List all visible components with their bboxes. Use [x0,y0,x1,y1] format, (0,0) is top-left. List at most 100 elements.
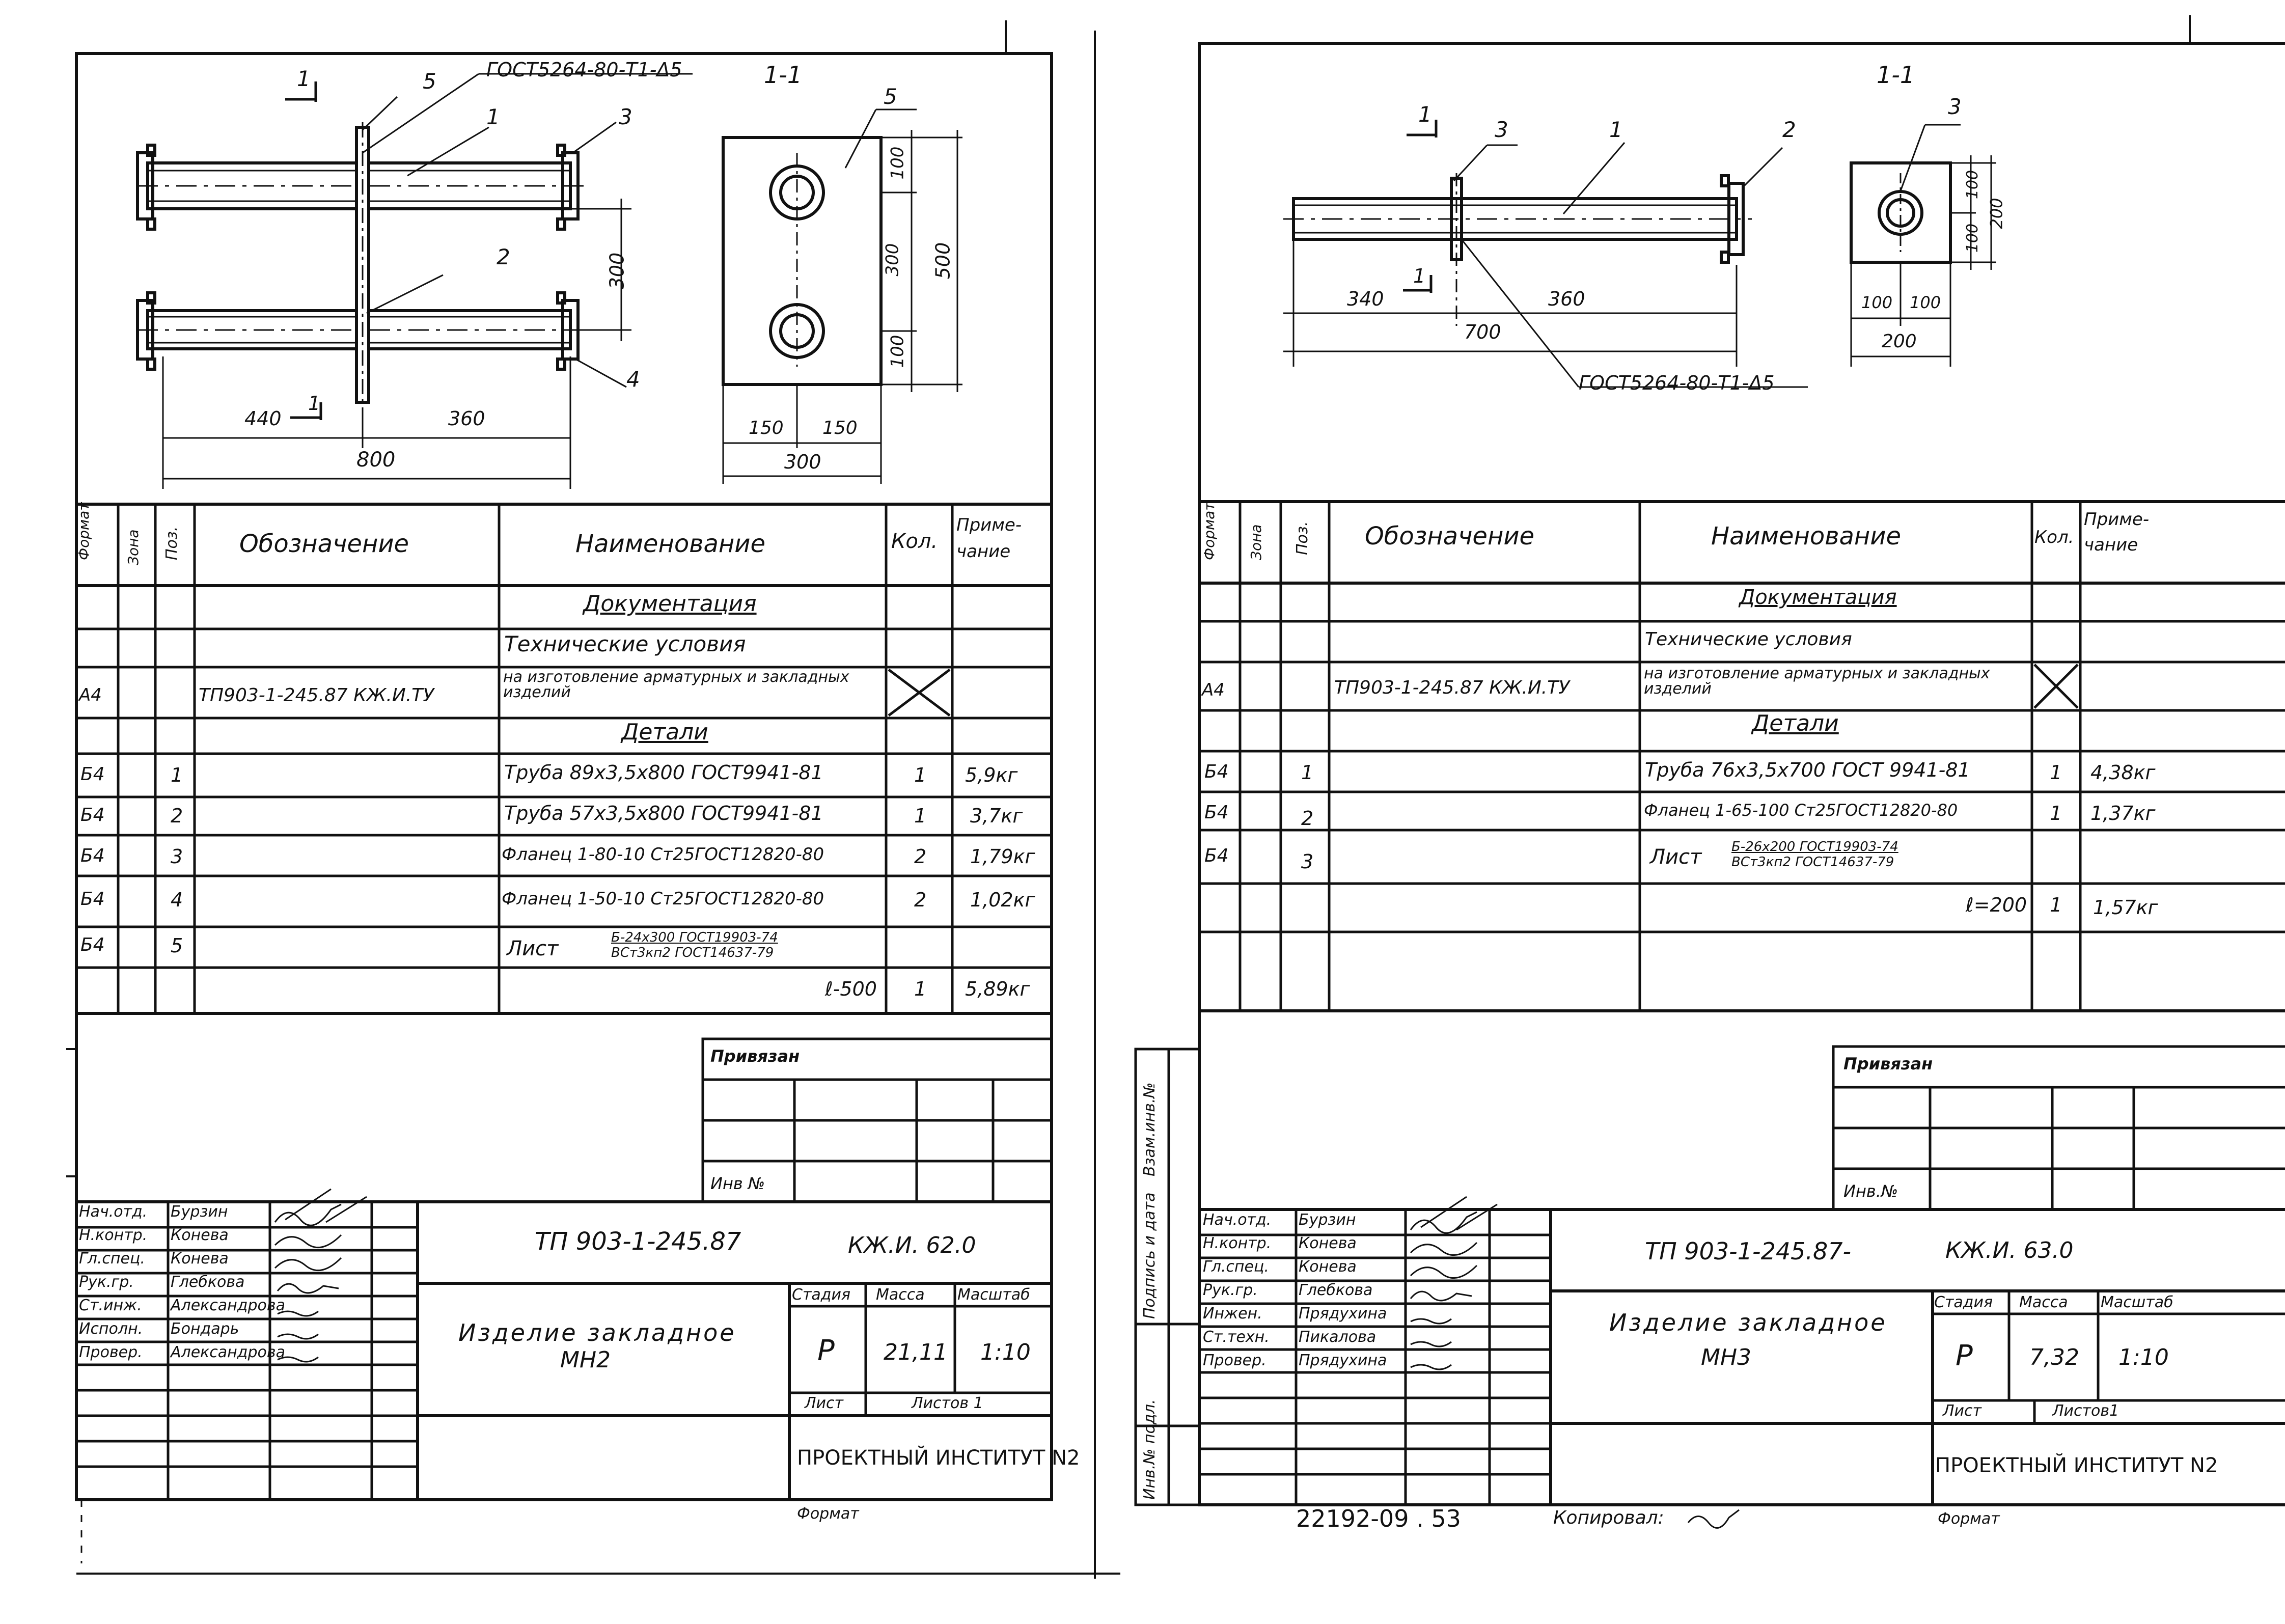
mass-value: 21,11 [884,1339,948,1365]
left-sheet-lines [66,20,1120,1579]
col-header-pos: Поз. [163,526,181,560]
section-label: 1-1 [1877,61,1915,89]
spec-row-pos: 2 [1301,807,1314,830]
col-header-zone: Зона [1248,524,1264,560]
role: Н.контр. [79,1226,148,1244]
product-subtitle: МН2 [560,1347,611,1373]
spec-row-qty: 1 [914,764,927,786]
copied-by: Копировал: [1553,1507,1664,1528]
dimension: 700 [1464,321,1501,343]
spec-row-qty: 1 [914,978,927,1000]
product-title: Изделие закладное [458,1319,736,1346]
spec-row-pos: 4 [171,889,183,911]
spec-row-note: 1,57кг [2093,896,2158,919]
spec-section-title: Документация [1739,586,1897,609]
spec-row-name: ℓ-500 [825,978,877,1000]
spec-row-pos: 3 [171,845,183,868]
right-sheet: 1 1-1 3 1 2 3 ГОСТ5264-80-Т1-Δ5 340 1 36… [1120,0,2285,1624]
stage-value: Р [817,1334,835,1367]
dimension: 440 [244,407,282,430]
role: Ст.инж. [79,1297,142,1314]
person-name: Конева [1299,1258,1357,1276]
dimension: 100 [887,146,908,180]
dimension: 360 [448,407,485,430]
spec-row-pos: 1 [171,764,183,786]
spec-row-name: на изготовление арматурных и закладных и… [1644,665,1990,698]
spec-row-name: Фланец 1-50-10 Ст25ГОСТ12820-80 [502,889,824,909]
gost-callout: ГОСТ5264-80-Т1-Δ5 [1579,372,1775,394]
inventory-label: Инв № [710,1174,765,1193]
person-name: Глебкова [1299,1281,1373,1299]
spec-row-name: Технические условия [1645,629,1852,650]
spec-row-qty: 2 [914,845,927,868]
role: Гл.спец. [79,1250,145,1268]
gost-callout: ГОСТ5264-80-Т1-Δ5 [486,59,682,81]
col-header-pos: Поз. [1293,521,1311,555]
dimension: 300 [882,243,903,277]
pos-label: 2 [497,244,510,269]
dimension: 800 [356,448,396,472]
spec-section-title: Документация [583,591,757,617]
col-header-note: Приме-чание [956,515,1022,562]
col-header-name: Наименование [1711,522,1902,550]
role: Исполн. [79,1320,143,1338]
section-pos-label: 3 [1948,94,1962,119]
spec-row-qty: 1 [2050,802,2062,824]
spec-row-name: Лист [1650,845,1702,869]
spec-row-pos: 1 [1301,761,1314,784]
col-header-designation: Обозначение [1365,522,1535,550]
spec-row-note: 5,9кг [965,764,1018,786]
pos-label: 4 [626,367,640,392]
person-name: Бурзин [171,1203,228,1221]
dimension: 1 [308,392,321,415]
spec-row-name: Фланец 1-80-10 Ст25ГОСТ12820-80 [502,844,824,865]
section-label: 1-1 [764,61,803,89]
person-name: Глебкова [171,1273,245,1291]
col-header-qty: Кол. [2034,527,2074,547]
col-header-designation: Обозначение [239,530,409,558]
dimension: 340 [1347,288,1384,310]
sheet-code: КЖ.И. 63.0 [1945,1237,2074,1263]
spec-row-format: Б4 [80,934,105,955]
stage-header: Стадия [792,1286,851,1304]
side-stamp-label: Инв.№ подл. [1141,1399,1159,1500]
dimension: 300 [605,252,628,290]
sheet-header: Лист [805,1394,844,1412]
spec-section-title: Детали [621,719,708,745]
spec-row-name: на изготовление арматурных и закладных и… [503,668,849,701]
spec-row-designation: ТП903-1-245.87 КЖ.И.ТУ [199,685,434,706]
spec-row-qty: 1 [2050,894,2062,916]
person-name: Прядухина [1299,1305,1387,1323]
spec-row-note: 5,89кг [965,978,1030,1000]
person-name: Пикалова [1299,1328,1376,1346]
right-sheet-lines [1134,15,2285,1529]
spec-row-qty: 1 [914,805,927,827]
spec-row-pos: 5 [171,934,183,957]
pos-label: 3 [619,104,632,129]
person-name: Конева [1299,1234,1357,1252]
pos-label: 1 [1609,117,1623,142]
pos-label: 5 [423,69,436,94]
spec-row-name-top: Б-24х300 ГОСТ19903-74 [611,930,778,945]
dimension: 200 [1987,198,2006,229]
stage-header: Стадия [1934,1293,1993,1311]
spec-row-format: Б4 [1204,761,1229,782]
dimension: 300 [784,451,821,473]
spec-row-format: Б4 [80,764,105,785]
person-name: Александрова [171,1297,285,1314]
dimension: 500 [931,242,954,280]
person-name: Конева [171,1226,229,1244]
dimension: 100 [887,335,908,368]
spec-row-name: Труба 76х3,5х700 ГОСТ 9941-81 [1645,759,1970,781]
side-stamp-label: Подпись и дата [1141,1192,1159,1319]
spec-row-format: Б4 [80,805,105,825]
section-mark: 1 [1418,102,1432,127]
spec-row-note: 4,38кг [2090,761,2156,784]
project-code: ТП 903-1-245.87- [1645,1237,1852,1265]
sheet-header: Лист [1943,1402,1982,1420]
dimension: 100 [1964,223,1982,253]
scale-value: 1:10 [2118,1344,2169,1370]
project-code: ТП 903-1-245.87 [535,1227,741,1256]
dimension: 100 [1861,293,1893,312]
col-header-note: Приме-чание [2084,509,2150,555]
